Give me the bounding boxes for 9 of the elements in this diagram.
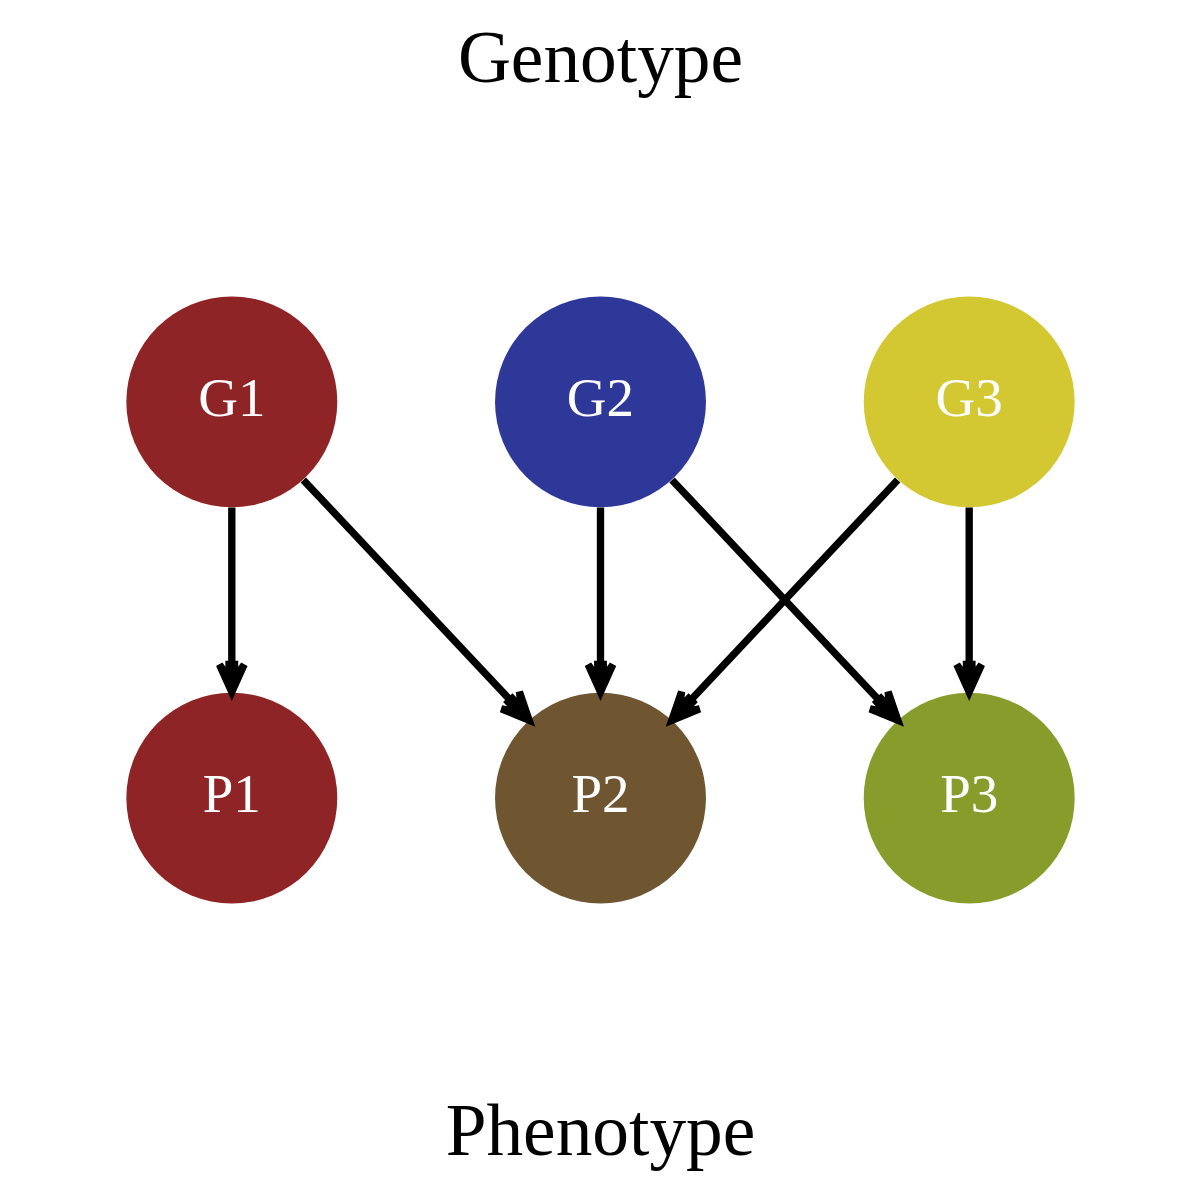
node-circle: G3 [863,296,1075,508]
node-circle: P2 [494,692,706,904]
label: Phenotype [445,1089,755,1171]
arrow [300,477,533,724]
node-circle: G1 [125,296,337,508]
node-circle: P3 [863,692,1075,904]
node-circle: P1 [125,692,337,904]
node-circle: G2 [494,296,706,508]
label: Genotype [457,16,743,98]
